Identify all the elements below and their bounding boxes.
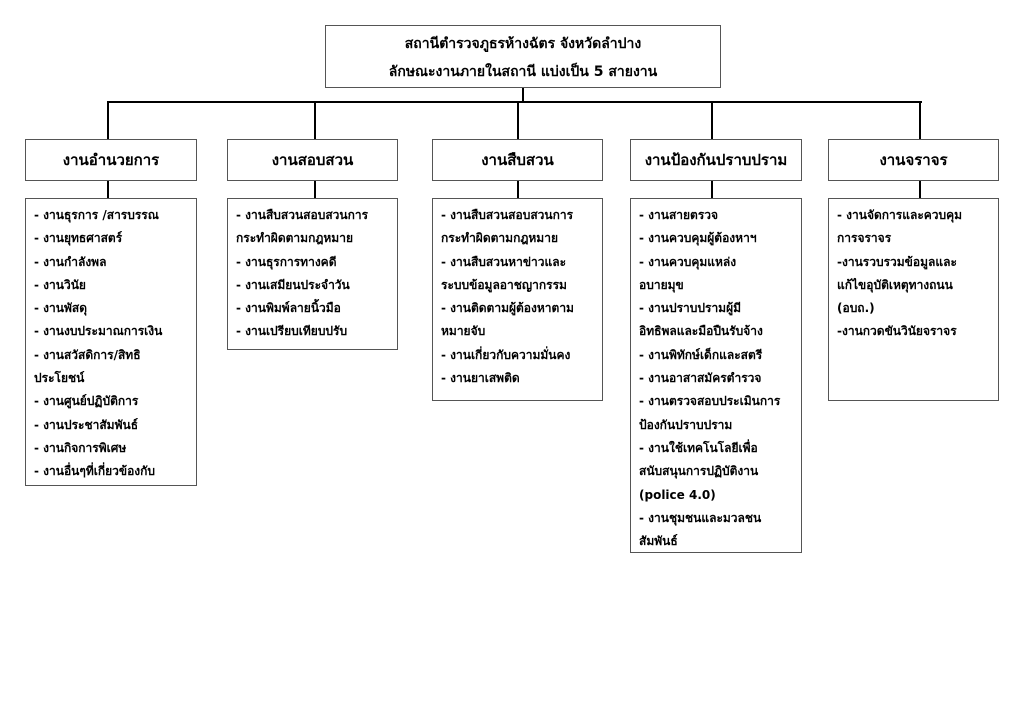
- task-item: อบายมุข: [639, 277, 684, 292]
- task-item: การจราจร: [837, 231, 892, 246]
- connector-down: [711, 102, 713, 139]
- task-item: - งานเกี่ยวกับความมั่นคง: [441, 347, 571, 362]
- task-item: ประโยชน์: [34, 371, 85, 386]
- division-name: งานจราจร: [879, 151, 948, 169]
- task-item: (อบถ.): [837, 301, 875, 316]
- division-name: งานป้องกันปราบปราม: [644, 151, 788, 169]
- task-item: - งานตรวจสอบประเมินการ: [639, 394, 781, 409]
- task-item: - งานสืบสวนสอบสวนการ: [236, 208, 369, 222]
- task-item: - งานสืบสวนสอบสวนการ: [441, 208, 574, 222]
- task-item: - งานใช้เทคโนโลยีเพื่อ: [639, 440, 758, 455]
- task-item: - งานกำลังพล: [34, 254, 107, 269]
- division-header: งานป้องกันปราบปราม: [630, 139, 802, 181]
- task-item: - งานสวัสดิการ/สิทธิ: [34, 347, 141, 362]
- connector-down: [314, 102, 316, 139]
- task-item: - งานชุมชนและมวลชน: [639, 510, 762, 525]
- task-item: - งานสืบสวนหาข่าวและ: [441, 254, 567, 269]
- division-task-list: - งานสืบสวนสอบสวนการกระทำผิดตามกฎหมาย - ง…: [432, 198, 603, 401]
- task-item: กระทำผิดตามกฎหมาย: [236, 231, 353, 246]
- task-item: - งานยุทธศาสตร์: [34, 231, 123, 246]
- task-item: - งานติดตามผู้ต้องหาตาม: [441, 301, 574, 316]
- connector-down: [919, 181, 921, 198]
- connector-down: [314, 181, 316, 198]
- division-header: งานอำนวยการ: [25, 139, 197, 181]
- task-item: - งานยาเสพติด: [441, 371, 520, 386]
- task-item: -งานรวบรวมข้อมูลและ: [837, 254, 957, 269]
- title-line-1: สถานีตำรวจภูธรห้างฉัตร จังหวัดลำปาง: [404, 36, 642, 52]
- task-item: - งานอื่นๆที่เกี่ยวข้องกับ: [34, 464, 156, 479]
- connector-down: [919, 102, 921, 139]
- task-item: - งานอาสาสมัครตำรวจ: [639, 371, 762, 386]
- division-header: งานสอบสวน: [227, 139, 398, 181]
- task-item: - งานพิมพ์ลายนิ้วมือ: [236, 301, 341, 316]
- task-item: กระทำผิดตามกฎหมาย: [441, 231, 558, 246]
- task-item: -งานกวดขันวินัยจราจร: [837, 324, 957, 339]
- connector-title: [522, 88, 524, 102]
- task-item: ระบบข้อมูลอาชญากรรม: [441, 277, 567, 292]
- task-item: - งานสายตรวจ: [639, 208, 719, 222]
- task-item: - งานเปรียบเทียบปรับ: [236, 324, 348, 339]
- task-item: - งานงบประมาณการเงิน: [34, 324, 163, 339]
- task-item: - งานปราบปรามผู้มี: [639, 301, 742, 316]
- division-name: งานสอบสวน: [271, 151, 354, 169]
- connector-down: [517, 102, 519, 139]
- task-item: - งานกิจการพิเศษ: [34, 440, 127, 455]
- task-item: (police 4.0): [639, 487, 716, 502]
- task-item: - งานวินัย: [34, 277, 86, 292]
- task-item: - งานประชาสัมพันธ์: [34, 417, 139, 432]
- division-task-list: - งานสืบสวนสอบสวนการกระทำผิดตามกฎหมาย - ง…: [227, 198, 398, 350]
- connector-horizontal: [107, 101, 922, 103]
- task-item: - งานจัดการและควบคุม: [837, 208, 963, 222]
- task-item: อิทธิพลและมือปืนรับจ้าง: [639, 324, 763, 339]
- task-item: - งานพิทักษ์เด็กและสตรี: [639, 347, 763, 362]
- task-item: ป้องกันปราบปราม: [639, 417, 733, 432]
- connector-down: [517, 181, 519, 198]
- task-item: สัมพันธ์: [639, 534, 678, 549]
- division-task-list: - งานธุรการ /สารบรรณ - งานยุทธศาสตร์ - งาน…: [25, 198, 197, 486]
- division-task-list: - งานจัดการและควบคุมการจราจร -งานรวบรวมข้…: [828, 198, 999, 401]
- division-name: งานสืบสวน: [481, 151, 554, 169]
- connector-down: [107, 102, 109, 139]
- task-item: สนับสนุนการปฏิบัติงาน: [639, 464, 759, 479]
- task-item: - งานธุรการทางคดี: [236, 254, 337, 269]
- task-item: - งานพัสดุ: [34, 301, 87, 316]
- division-header: งานสืบสวน: [432, 139, 603, 181]
- task-item: - งานเสมียนประจำวัน: [236, 277, 350, 292]
- division-header: งานจราจร: [828, 139, 999, 181]
- task-item: แก้ไขอุบัติเหตุทางถนน: [837, 277, 953, 292]
- task-item: - งานควบคุมผู้ต้องหาฯ: [639, 231, 757, 246]
- title-line-2: ลักษณะงานภายในสถานี แบ่งเป็น 5 สายงาน: [388, 64, 658, 80]
- chart-title-box: สถานีตำรวจภูธรห้างฉัตร จังหวัดลำปาง ลักษ…: [325, 25, 721, 88]
- division-name: งานอำนวยการ: [62, 151, 160, 169]
- task-item: หมายจับ: [441, 324, 486, 339]
- connector-down: [711, 181, 713, 198]
- task-item: - งานควบคุมแหล่ง: [639, 254, 737, 269]
- connector-down: [107, 181, 109, 198]
- task-item: - งานธุรการ /สารบรรณ: [34, 208, 159, 222]
- division-task-list: - งานสายตรวจ - งานควบคุมผู้ต้องหาฯ - งานคว…: [630, 198, 802, 553]
- task-item: - งานศูนย์ปฏิบัติการ: [34, 394, 139, 409]
